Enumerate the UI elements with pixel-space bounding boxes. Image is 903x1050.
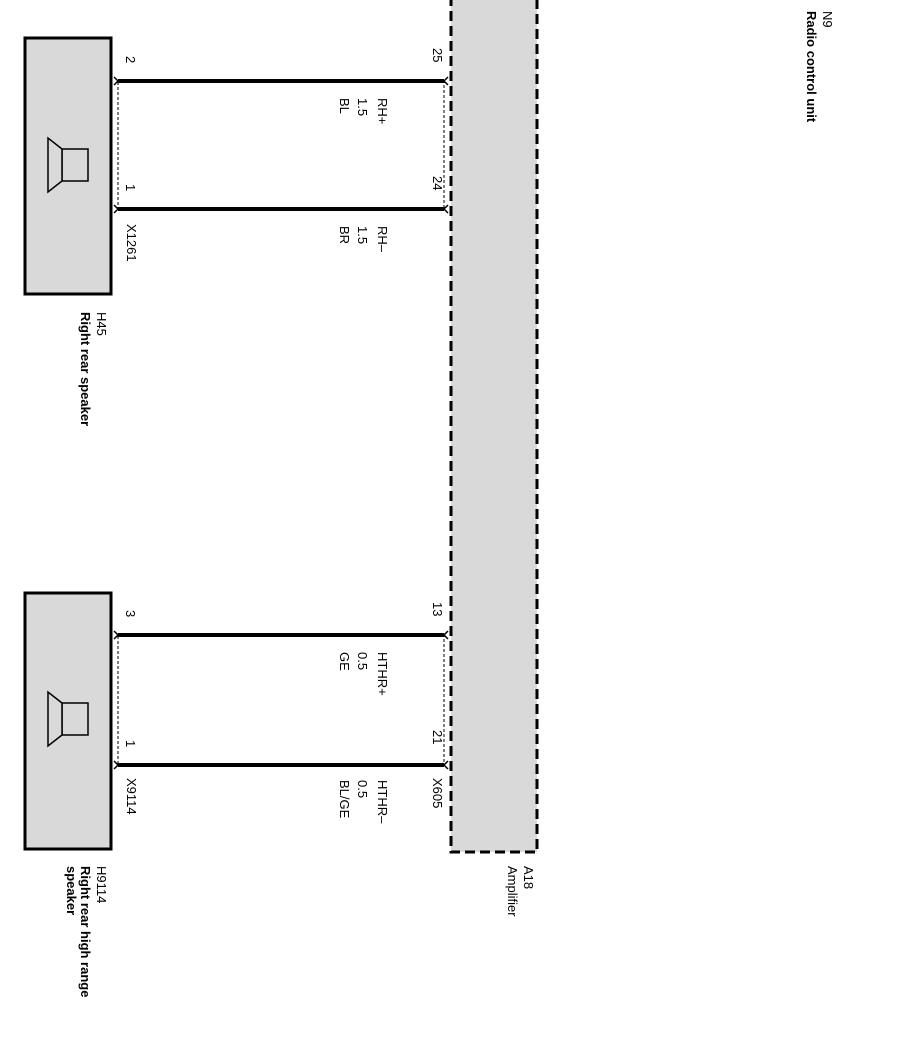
pin-chevron xyxy=(442,204,449,214)
speaker-high-connector: X9114 xyxy=(124,778,139,815)
pin-chevron xyxy=(113,630,120,640)
amplifier-code: A18 xyxy=(521,866,536,890)
wire-color: BL xyxy=(337,98,352,114)
speaker-rear-name: Right rear speaker xyxy=(78,312,93,427)
speaker-pin-number: 1 xyxy=(123,184,138,192)
wire-color: GE xyxy=(337,652,352,671)
amplifier-box xyxy=(449,0,539,854)
wire-color: BL/GE xyxy=(337,780,352,819)
speaker-rear-code: H45 xyxy=(94,312,109,336)
speaker-pin-number: 3 xyxy=(123,610,138,618)
pin-chevron xyxy=(442,76,449,86)
pin-chevron xyxy=(442,760,449,770)
wire-signal: RH+ xyxy=(375,98,390,125)
pin-chevron xyxy=(113,76,120,86)
radio-name: Radio control unit xyxy=(804,11,819,123)
speaker-icon-high xyxy=(47,690,89,748)
speaker-icon-rear xyxy=(47,136,89,194)
wire-signal: RH– xyxy=(375,226,390,253)
pin-chevron xyxy=(113,760,120,770)
wire-size: 1.5 xyxy=(355,98,370,117)
speaker-high-code: H9114 xyxy=(94,866,109,904)
wire-signal: HTHR+ xyxy=(375,652,390,696)
wire-size: 0.5 xyxy=(355,652,370,671)
wire-signal: HTHR– xyxy=(375,780,390,824)
amp-pin-number: 13 xyxy=(430,602,445,617)
pin-chevron xyxy=(113,204,120,214)
wire-size: 1.5 xyxy=(355,226,370,245)
speaker-pin-number: 2 xyxy=(123,56,138,64)
amp-pin-number: 25 xyxy=(430,48,445,63)
speaker-high-name-line2: speaker xyxy=(64,866,79,916)
amplifier-name: Amplifier xyxy=(505,866,520,917)
radio-code: N9 xyxy=(820,11,835,28)
wire-size: 0.5 xyxy=(355,780,370,799)
amp-pin-number: 24 xyxy=(430,176,445,191)
speaker-rear-connector: X1261 xyxy=(124,224,139,262)
wire-color: BR xyxy=(337,226,352,245)
speaker-pin-number: 1 xyxy=(123,740,138,748)
amp-pin-number: 21 xyxy=(430,730,445,745)
speaker-high-name-line1: Right rear high range xyxy=(78,866,93,998)
amplifier-connector: X605 xyxy=(430,778,445,809)
pin-chevron xyxy=(442,630,449,640)
